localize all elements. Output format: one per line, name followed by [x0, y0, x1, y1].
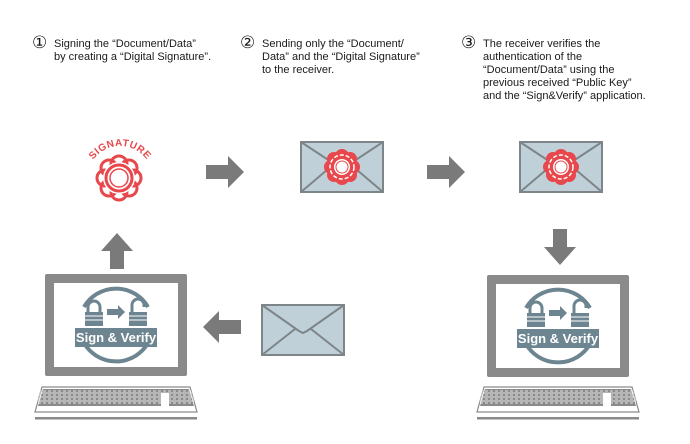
signature-label: SIGNATURE	[87, 138, 152, 162]
caption-line: authentication of the	[483, 51, 583, 63]
signature-stamp-icon: SIGNATURE	[87, 138, 153, 202]
arrow-down-icon	[544, 229, 576, 265]
caption-line: Data” and the “Digital Signature”	[262, 51, 420, 63]
app-logo-label: Sign & Verify	[518, 331, 599, 346]
monitor-icon: Sign & Verify	[45, 274, 187, 376]
monitor-icon: Sign & Verify	[487, 275, 629, 377]
keyboard-icon	[476, 386, 640, 420]
envelope-icon	[261, 304, 345, 356]
svg-text:SIGNATURE: SIGNATURE	[87, 138, 153, 162]
caption-line: Signing the “Document/Data”	[54, 38, 196, 50]
arrow-right-icon	[206, 156, 244, 188]
app-logo-label: Sign & Verify	[76, 330, 157, 345]
arrow-up-icon	[101, 233, 133, 269]
keyboard-icon	[34, 386, 198, 420]
step-number: ①	[32, 33, 48, 53]
arrow-left-icon	[203, 311, 241, 343]
step-number: ③	[461, 33, 477, 53]
arrow-right-icon	[427, 156, 465, 188]
sealed-envelope-icon	[300, 141, 384, 193]
step-number: ②	[240, 33, 256, 53]
caption-line: and the “Sign&Verify” application.	[483, 90, 646, 102]
caption-line: Sending only the “Document/	[262, 38, 404, 50]
caption-line: to the receiver.	[262, 64, 335, 76]
caption-line: previous received “Public Key”	[483, 77, 632, 89]
sealed-envelope-icon	[519, 141, 603, 193]
caption-line: by creating a “Digital Signature”.	[54, 51, 212, 63]
caption-line: “Document/Data” using the	[483, 64, 615, 76]
caption-line: The receiver verifies the	[483, 38, 601, 50]
